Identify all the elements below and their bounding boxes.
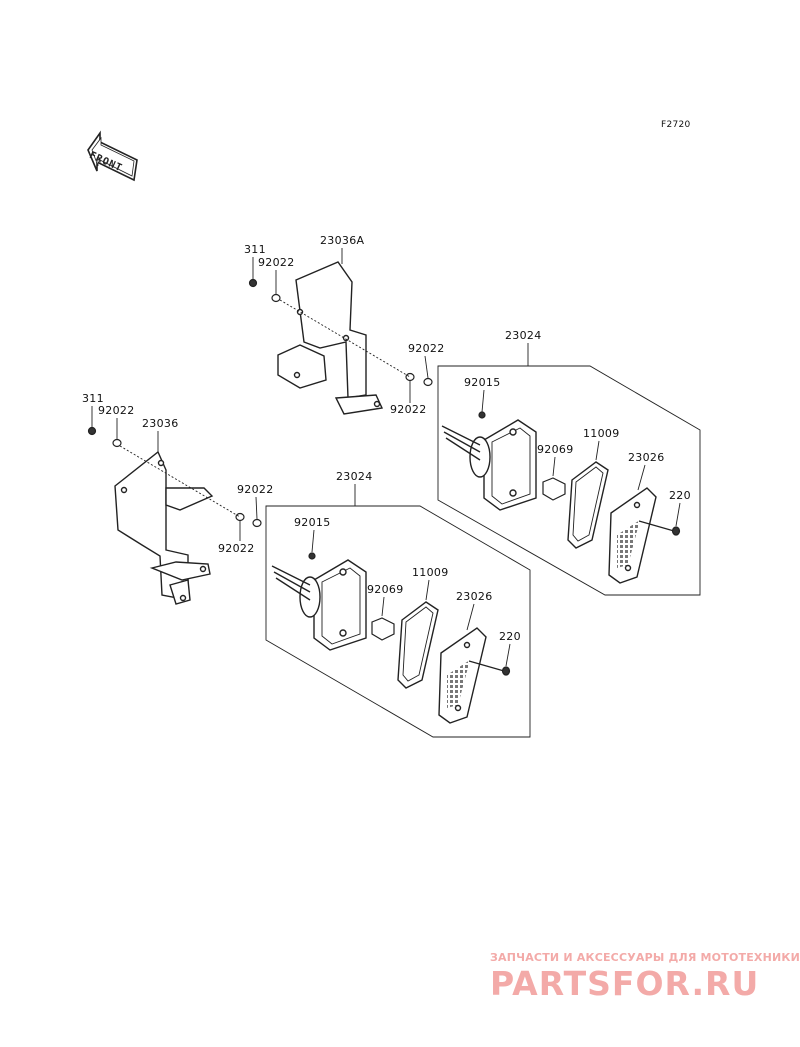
front-arrow-icon — [87, 130, 138, 182]
label-23024-lower: 23024 — [336, 470, 373, 483]
label-23036A: 23036A — [320, 234, 365, 247]
label-220-lower: 220 — [499, 630, 521, 643]
upper-lamp-housing — [441, 419, 537, 511]
label-92069-lower: 92069 — [367, 583, 404, 596]
label-23026-upper: 23026 — [628, 451, 665, 464]
figure-id: F2720 — [661, 120, 691, 130]
upper-lens-23026 — [608, 487, 657, 584]
label-11009-upper: 11009 — [583, 427, 620, 440]
bracket-23036 — [114, 450, 214, 605]
label-92022-upper-b: 92022 — [408, 342, 445, 355]
label-92022-upper-c: 92022 — [390, 403, 427, 416]
lower-lamp-housing — [271, 559, 367, 651]
label-11009-lower: 11009 — [412, 566, 449, 579]
watermark-logo: PARTSFOR.RU — [490, 964, 760, 1003]
label-92022-lower-c: 92022 — [218, 542, 255, 555]
watermark-tagline: ЗАПЧАСТИ И АКСЕССУАРЫ ДЛЯ МОТОТЕХНИКИ — [490, 951, 800, 964]
lower-lens-23026 — [438, 627, 487, 724]
label-220-upper: 220 — [669, 489, 691, 502]
lower-screw-220 — [468, 660, 511, 676]
label-23036: 23036 — [142, 417, 179, 430]
label-92022-lower-a: 92022 — [98, 404, 135, 417]
label-311-lower: 311 — [82, 392, 104, 405]
upper-screw-220 — [638, 520, 681, 536]
upper-gasket-11009 — [567, 461, 609, 549]
label-92022-upper-a: 92022 — [258, 256, 295, 269]
lower-gasket-11009 — [397, 601, 439, 689]
upper-bulb-92069 — [542, 477, 566, 501]
upper-fasteners — [248, 278, 486, 419]
label-92015-upper: 92015 — [464, 376, 501, 389]
upper-leader-lines — [252, 248, 701, 596]
lower-leader-lines — [91, 406, 531, 738]
label-311-upper: 311 — [244, 243, 266, 256]
bracket-23036A — [277, 261, 384, 415]
label-92015-lower: 92015 — [294, 516, 331, 529]
label-92069-upper: 92069 — [537, 443, 574, 456]
label-23026-lower: 23026 — [456, 590, 493, 603]
lower-fasteners — [87, 426, 316, 560]
lower-bulb-92069 — [371, 617, 395, 641]
label-23024-upper: 23024 — [505, 329, 542, 342]
label-92022-lower-b: 92022 — [237, 483, 274, 496]
